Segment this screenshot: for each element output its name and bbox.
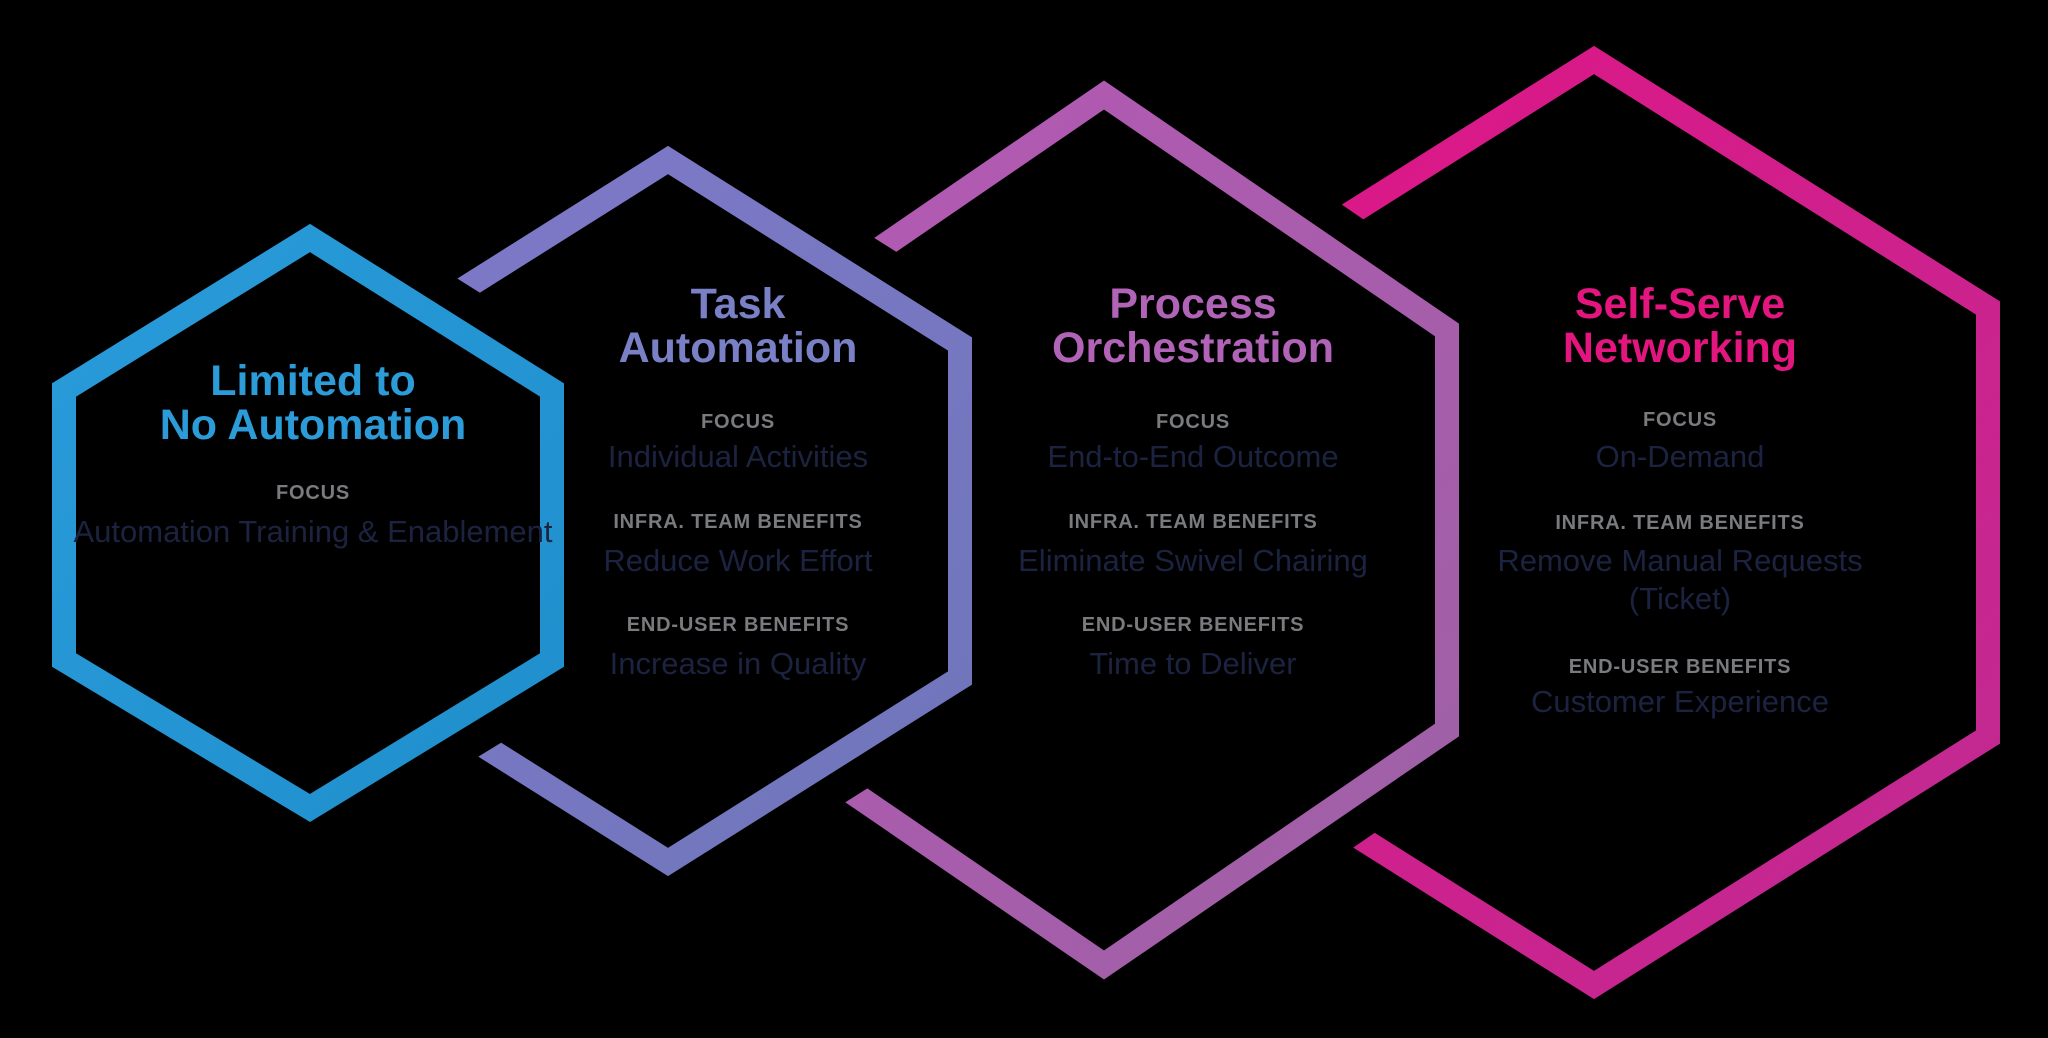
section-label-infra-team-benefits: INFRA. TEAM BENEFITS (1555, 512, 1805, 534)
section-value-end-user-benefits: Increase in Quality (609, 646, 867, 681)
hexagon-title-line: Self-Serve (1574, 280, 1786, 328)
section-value-focus: Individual Activities (607, 439, 869, 474)
hexagon-process-orchestration-content: Process Orchestration FOCUS End-to-End O… (883, 0, 1503, 1038)
section-label-end-user-benefits: END-USER BENEFITS (1081, 614, 1305, 636)
section-label-focus: FOCUS (1643, 409, 1717, 431)
hexagon-title-line: Task (690, 280, 786, 328)
section-label-focus: FOCUS (701, 411, 775, 433)
section-value-infra-team-benefits: Remove Manual Requests (Ticket) (1497, 543, 1863, 616)
section-value-focus: End-to-End Outcome (1047, 439, 1339, 474)
hexagon-title-line: Automation (618, 324, 858, 372)
hexagon-title: Task Automation (428, 282, 1048, 370)
hexagon-title-line: No Automation (159, 401, 467, 449)
hexagon-title-line: Limited to (210, 357, 416, 405)
section-label-infra-team-benefits: INFRA. TEAM BENEFITS (613, 511, 863, 533)
hexagon-task-automation-content: Task Automation FOCUS Individual Activit… (428, 0, 1048, 1038)
section-label-focus: FOCUS (276, 482, 350, 504)
hexagon-title: Self-Serve Networking (1370, 282, 1990, 370)
hexagon-limited-to-no-automation-outline (20, 186, 596, 860)
hexagon-title-line: Orchestration (1052, 324, 1334, 372)
section-label-end-user-benefits: END-USER BENEFITS (626, 614, 850, 636)
section-label-end-user-benefits: END-USER BENEFITS (1568, 656, 1792, 678)
hexagon-self-serve-networking-content: Self-Serve Networking FOCUS On-Demand IN… (1370, 0, 1990, 1038)
section-value-end-user-benefits: Time to Deliver (1089, 646, 1297, 681)
hexagon-title: Limited to No Automation (3, 359, 623, 447)
section-value-focus: On-Demand (1595, 439, 1765, 474)
section-value-focus: Automation Training & Enablement (73, 514, 553, 549)
hexagon-title-line: Networking (1562, 324, 1798, 372)
section-label-focus: FOCUS (1156, 411, 1230, 433)
section-value-infra-team-benefits: Eliminate Swivel Chairing (1018, 543, 1368, 578)
hexagon-title: Process Orchestration (883, 282, 1503, 370)
section-label-infra-team-benefits: INFRA. TEAM BENEFITS (1068, 511, 1318, 533)
section-value-infra-team-benefits: Reduce Work Effort (603, 543, 873, 578)
section-value-end-user-benefits: Customer Experience (1530, 684, 1830, 719)
hexagon-limited-to-no-automation-content: Limited to No Automation FOCUS Automatio… (3, 0, 623, 1038)
hexagon-title-line: Process (1109, 280, 1277, 328)
